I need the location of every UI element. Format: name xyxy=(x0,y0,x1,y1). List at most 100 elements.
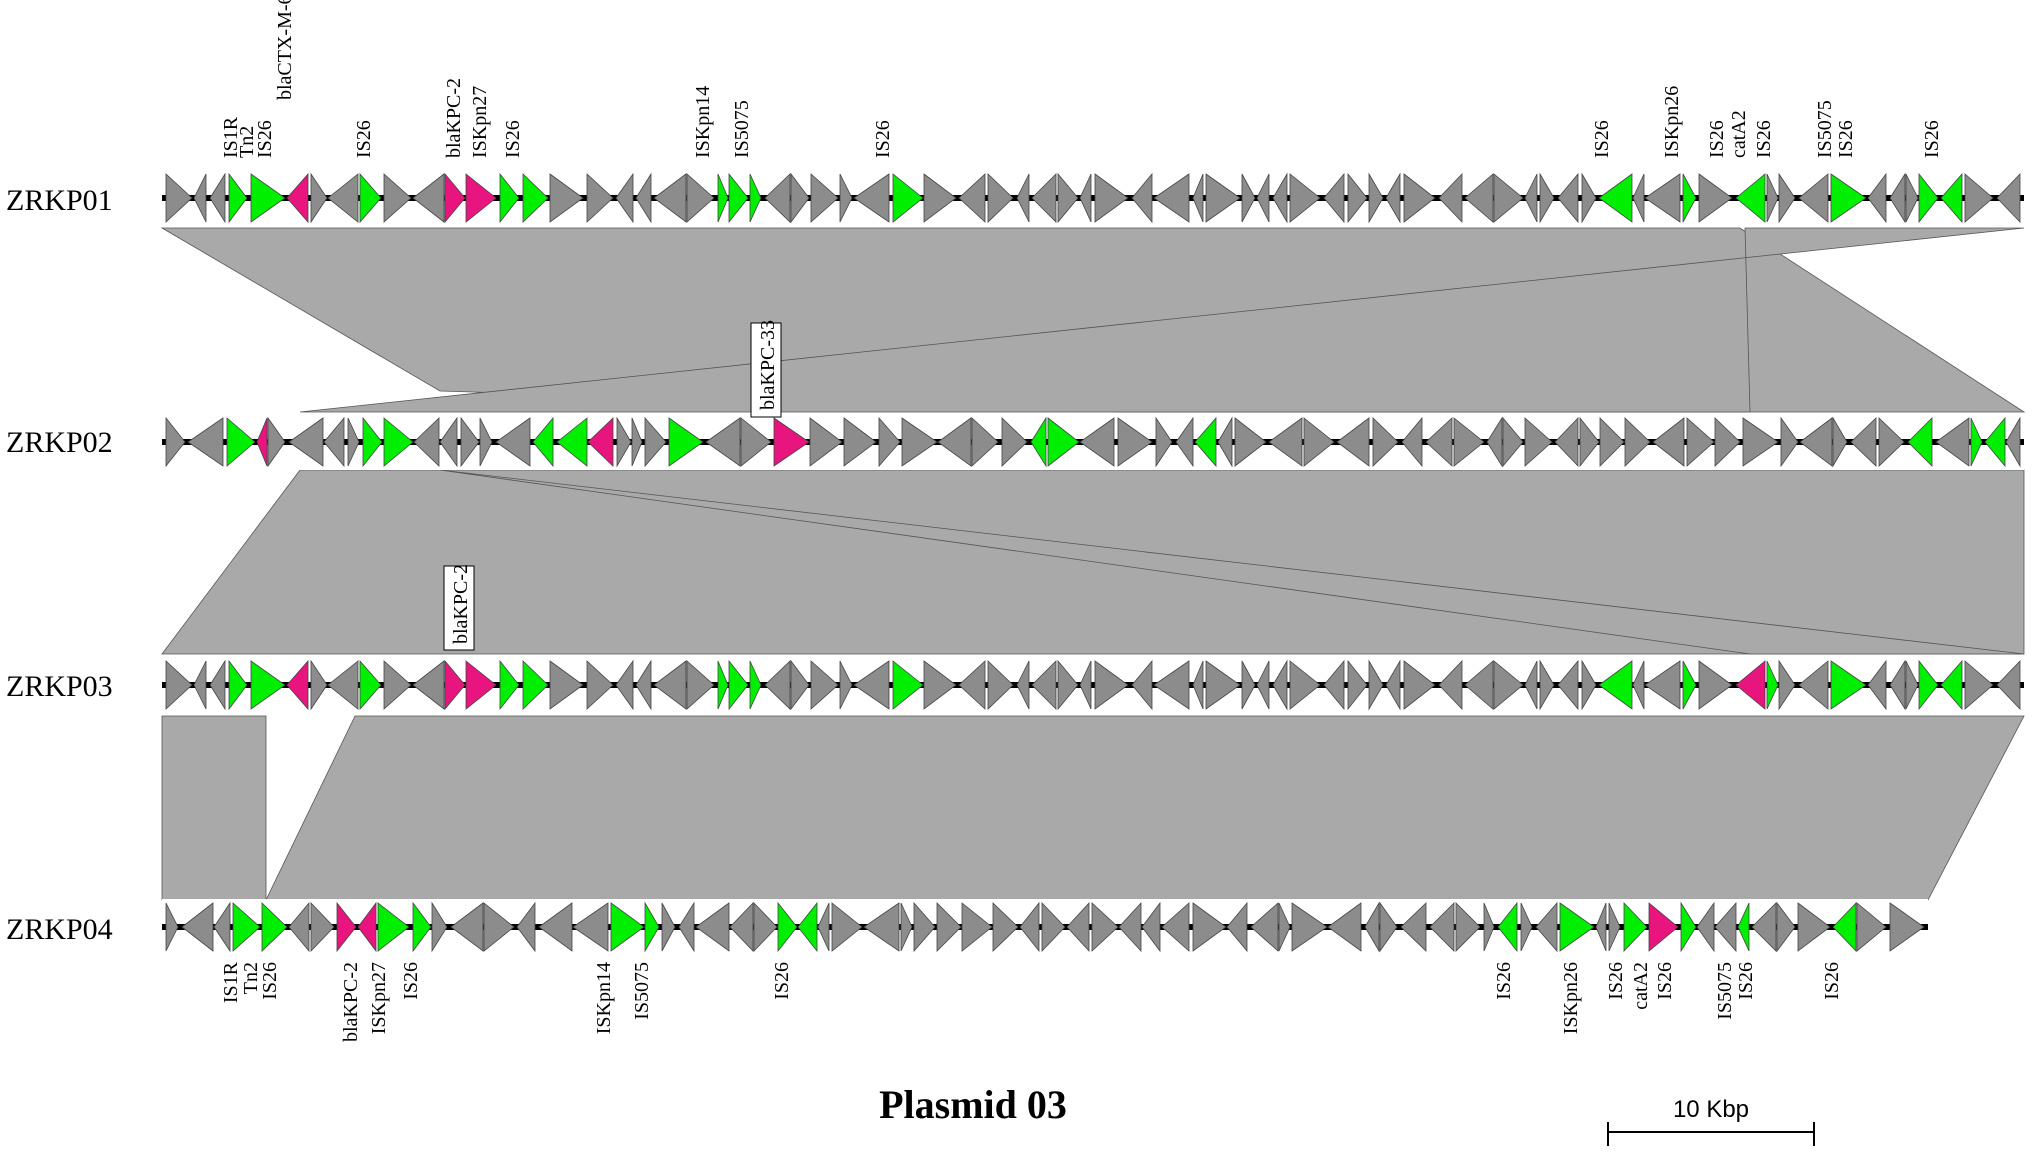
feature-label: IS5075 xyxy=(731,100,753,158)
feature-label: IS26 xyxy=(254,120,276,158)
gene-arrow xyxy=(479,417,493,467)
feature-label: Tn2 xyxy=(240,962,262,994)
gene-arrow xyxy=(1524,173,1538,223)
gene-arrow xyxy=(460,416,480,468)
gene-arrow xyxy=(1832,416,1848,468)
gene-track xyxy=(162,414,2024,470)
gene-arrow xyxy=(209,172,226,224)
gene-arrow xyxy=(1400,902,1427,952)
gene-arrow xyxy=(1889,902,1925,952)
gene-arrow xyxy=(878,416,901,468)
resistance-gene-arrow xyxy=(465,173,497,223)
track-label-zrkp01: ZRKP01 xyxy=(6,184,113,217)
mobile-element-arrow xyxy=(1559,902,1595,952)
gene-arrow xyxy=(1041,902,1066,952)
gene-arrow xyxy=(1117,417,1153,467)
gene-arrow xyxy=(831,902,863,952)
gene-arrow xyxy=(810,173,839,223)
gene-arrow xyxy=(764,173,791,223)
gene-arrow xyxy=(1696,901,1715,953)
gene-arrow xyxy=(1001,417,1028,467)
gene-arrow xyxy=(2005,416,2021,468)
mobile-element-arrow xyxy=(1830,660,1867,710)
gene-arrow xyxy=(1372,417,1399,467)
resistance-gene-arrow xyxy=(773,417,810,467)
gene-arrow xyxy=(1289,660,1321,710)
gene-arrow xyxy=(740,417,772,467)
gene-arrow xyxy=(790,659,810,711)
gene-arrow xyxy=(1520,902,1533,952)
gene-arrow xyxy=(412,173,445,223)
mobile-element-arrow xyxy=(1766,660,1779,710)
feature-label: IS26 xyxy=(1591,120,1613,158)
gene-arrow xyxy=(1742,417,1779,467)
mobile-element-arrow xyxy=(377,902,410,952)
gene-arrow xyxy=(1234,417,1267,467)
resistance-gene-arrow xyxy=(286,172,309,224)
gene-arrow xyxy=(729,902,754,952)
resistance-gene-arrow xyxy=(1735,660,1766,710)
mobile-element-arrow xyxy=(1030,416,1047,468)
mobile-element-arrow xyxy=(359,172,382,224)
gene-arrow xyxy=(1385,659,1401,711)
gene-arrow xyxy=(310,902,335,952)
gene-arrow xyxy=(635,659,652,711)
feature-label: IS5075 xyxy=(1814,100,1836,158)
gene-arrow xyxy=(1644,660,1681,710)
gene-arrow xyxy=(1799,417,1833,467)
gene-arrow xyxy=(1632,173,1645,223)
gene-arrow xyxy=(586,660,614,710)
gene-arrow xyxy=(213,901,231,953)
mobile-element-arrow xyxy=(1830,173,1867,223)
gene-arrow xyxy=(1094,660,1129,710)
gene-arrow xyxy=(1241,173,1256,223)
gene-arrow xyxy=(1131,659,1153,711)
mobile-element-arrow xyxy=(522,173,549,223)
resistance-gene-arrow xyxy=(587,417,614,467)
feature-label: ISKpn14 xyxy=(692,86,714,158)
gene-arrow xyxy=(383,173,412,223)
gene-arrow xyxy=(1464,660,1494,710)
mobile-element-arrow xyxy=(1984,416,2006,468)
feature-label: blaKPC-2 xyxy=(450,564,472,644)
mobile-element-arrow xyxy=(1497,901,1518,953)
gene-arrow xyxy=(450,902,484,952)
gene-arrow xyxy=(631,417,643,467)
gene-track xyxy=(162,899,1928,955)
mobile-element-arrow xyxy=(1598,660,1633,710)
gene-arrow xyxy=(678,901,695,953)
gene-arrow xyxy=(992,902,1019,952)
mobile-element-arrow xyxy=(228,172,248,224)
gene-arrow xyxy=(1698,173,1733,223)
mobile-element-arrow xyxy=(1047,417,1080,467)
gene-arrow xyxy=(1403,173,1436,223)
top-feature-labels: IS1R Tn2 IS26 blaCTX-M-65 IS26 blaKPC-2 … xyxy=(220,0,1943,158)
gene-arrow xyxy=(1964,660,1994,710)
gene-arrow xyxy=(572,902,609,952)
gene-arrow xyxy=(1878,417,1905,467)
scale-bar: 10 Kbp xyxy=(1607,1096,1815,1146)
gene-arrow xyxy=(1094,173,1129,223)
mobile-element-arrow xyxy=(359,659,382,711)
gene-arrow xyxy=(839,173,853,223)
gene-arrow xyxy=(1493,173,1524,223)
gene-arrow xyxy=(1192,660,1204,710)
gene-track xyxy=(162,170,2024,226)
gene-arrow xyxy=(958,173,986,223)
mobile-element-arrow xyxy=(797,901,818,953)
gene-arrow xyxy=(1778,172,1796,224)
gene-arrow xyxy=(483,902,515,952)
gene-arrow xyxy=(1766,173,1779,223)
mobile-element-arrow xyxy=(1918,659,1939,711)
gene-arrow xyxy=(1079,173,1092,223)
gene-arrow xyxy=(635,172,652,224)
gene-arrow xyxy=(1153,660,1190,710)
gene-arrow xyxy=(1486,416,1503,468)
gene-arrow xyxy=(310,172,328,224)
mobile-element-arrow xyxy=(226,417,256,467)
gene-arrow xyxy=(1336,417,1370,467)
resistance-gene-arrow xyxy=(444,172,466,224)
mobile-element-arrow xyxy=(261,902,288,952)
gene-arrow xyxy=(1905,660,1919,710)
gene-arrow xyxy=(753,902,778,952)
